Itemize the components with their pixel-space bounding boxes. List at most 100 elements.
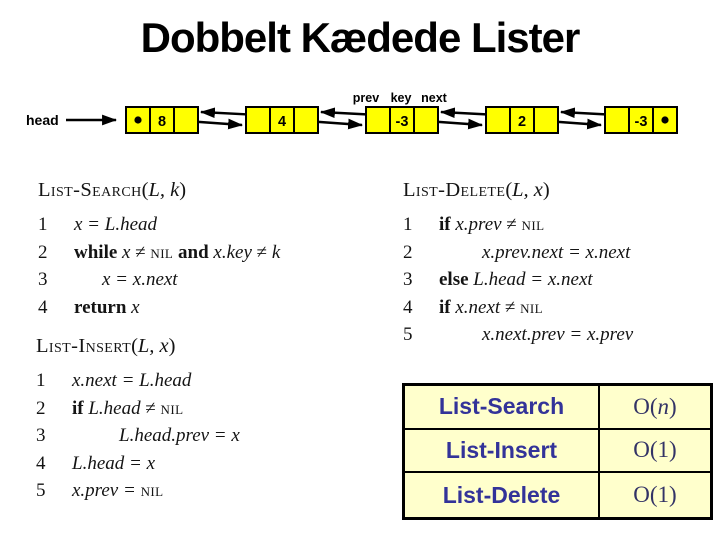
node-key: -3 [396, 114, 409, 130]
code-text: x = x.next [102, 269, 178, 290]
code-segment: x [131, 296, 140, 318]
next-cell [533, 106, 559, 134]
code-text: x.next = L.head [72, 370, 191, 391]
line-number: 4 [36, 452, 46, 474]
code-segment: ≠ [501, 214, 522, 235]
code-segment: nil [521, 214, 545, 235]
code-segment: if [72, 397, 84, 419]
procedure-title: List-Delete(L, x) [403, 179, 718, 202]
list-node: 4 [245, 106, 319, 134]
list-node: 8 [125, 106, 199, 134]
code-segment: x.key [213, 241, 252, 263]
code-segment: O( [633, 393, 658, 419]
nil-bullet [661, 116, 669, 124]
code-text: if L.head ≠ nil [72, 398, 183, 419]
line-number: 3 [403, 269, 413, 290]
line-number: 2 [403, 241, 413, 263]
code-text: while x ≠ nil and x.key ≠ k [74, 242, 280, 263]
next-field-label: next [421, 91, 448, 105]
code-segment: ( [131, 335, 138, 357]
page-title: Dobbelt Kædede Lister [140, 14, 581, 61]
key-field-label: key [391, 91, 412, 105]
code-segment: nil [140, 480, 164, 501]
node-key: 8 [158, 114, 166, 130]
code-segment: O(1) [633, 437, 677, 463]
code-line: 4 if x.next ≠ nil [403, 294, 718, 322]
complexity-value: O(1) [600, 473, 710, 517]
code-segment: x.next [455, 296, 501, 318]
code-segment: L, x [512, 179, 543, 201]
prev-cell [365, 106, 391, 134]
code-segment: nil [160, 397, 184, 419]
code-line: 4 L.head = x [36, 450, 386, 478]
code-segment: if [439, 296, 451, 318]
list-node: -3 [604, 106, 678, 134]
key-cell [389, 106, 415, 134]
code-segment: ) [542, 179, 550, 201]
code-segment: while [74, 241, 118, 263]
code-segment: ( [141, 179, 149, 201]
code-segment: L.head.prev = x [119, 425, 240, 446]
code-segment: nil [150, 241, 174, 263]
code-segment: L, x [137, 335, 169, 357]
prev-cell [604, 106, 630, 134]
nil-bullet [134, 116, 142, 124]
code-segment: x = L.head [74, 214, 158, 235]
code-segment: x.prev = [72, 480, 141, 501]
code-segment: else [439, 269, 469, 290]
code-segment: x.prev.next = x.next [482, 241, 631, 263]
code-segment: O(1) [633, 482, 677, 508]
code-segment: nil [520, 296, 543, 318]
code-text: x.prev = nil [72, 480, 163, 501]
code-segment: return [74, 296, 127, 318]
code-segment: and [178, 241, 209, 263]
node-key: -3 [635, 114, 648, 130]
node-key: 2 [518, 114, 526, 130]
procedure-title: List-Insert(L, x) [36, 335, 386, 358]
complexity-table: List-Search O(n) List-Insert O(1) List-D… [402, 383, 713, 520]
code-line: 3 L.head.prev = x [36, 422, 386, 450]
code-text: L.head = x [72, 453, 155, 474]
complexity-value: O(n) [600, 386, 710, 430]
code-segment: x.prev [455, 214, 502, 235]
line-number: 4 [403, 296, 413, 318]
prev-field-label: prev [353, 91, 379, 105]
line-number: 5 [403, 324, 413, 345]
code-segment: List-Search [38, 179, 142, 201]
node-key: 4 [278, 114, 286, 130]
code-segment: x = x.next [102, 269, 178, 290]
prev-cell [485, 106, 511, 134]
code-text: return x [74, 297, 140, 318]
code-segment: ≠ [140, 397, 161, 419]
list-node: 2 [485, 106, 559, 134]
next-cell [173, 106, 199, 134]
head-pointer-label: head [26, 112, 59, 128]
key-cell [628, 106, 654, 134]
next-cell [413, 106, 439, 134]
doubly-linked-list-diagram: head prev key next 8 4 -3 2 [26, 91, 678, 134]
list-node: -3 [365, 106, 439, 134]
code-text: if x.next ≠ nil [439, 297, 543, 318]
code-text: x.prev.next = x.next [482, 242, 630, 263]
code-segment: List-Delete [403, 179, 506, 201]
code-segment: if [439, 214, 451, 235]
line-number: 2 [36, 397, 46, 419]
line-number: 5 [36, 480, 46, 501]
line-number: 3 [36, 425, 46, 446]
code-line: 5 x.prev = nil [36, 477, 386, 505]
code-segment: ) [669, 393, 677, 419]
code-segment: k [271, 241, 281, 263]
code-segment: L.head = x.next [473, 269, 593, 290]
code-segment: x.next = L.head [72, 370, 192, 391]
